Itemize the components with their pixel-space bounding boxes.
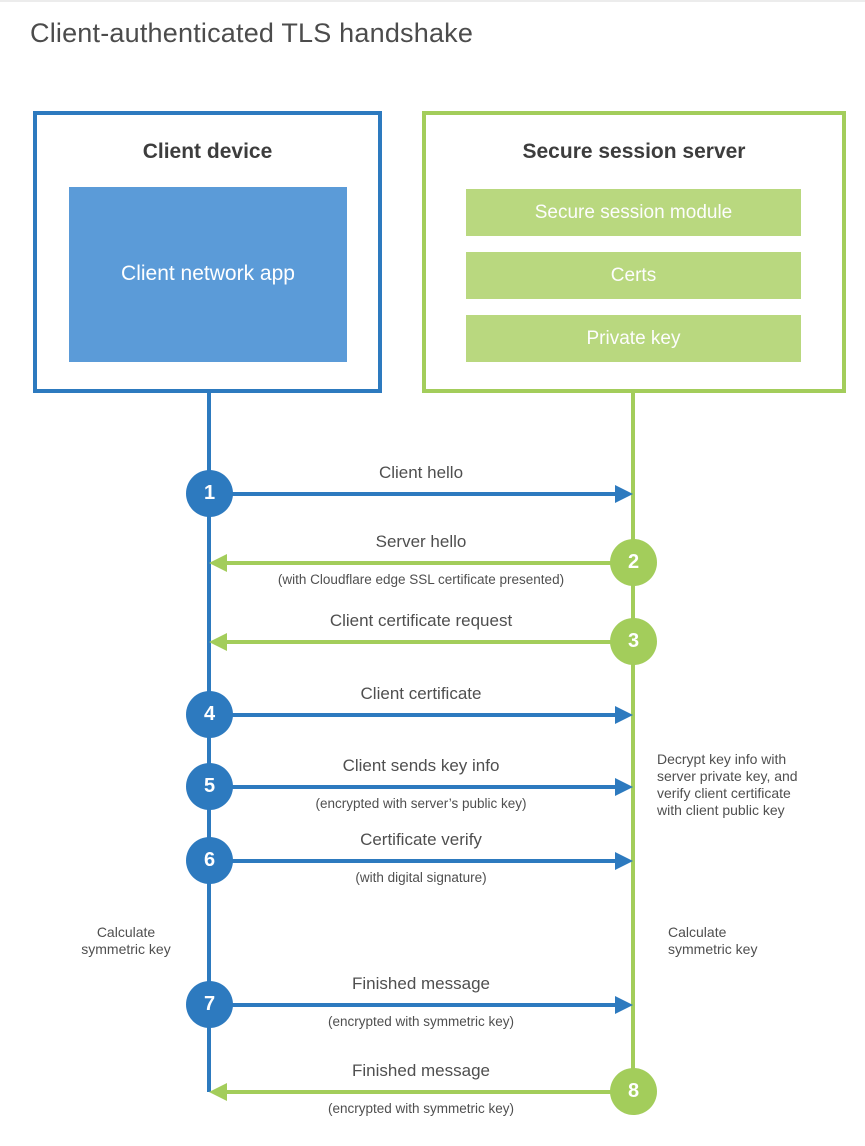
step-number-badge: 7 <box>186 981 233 1028</box>
step-number-badge: 5 <box>186 763 233 810</box>
page-title: Client-authenticated TLS handshake <box>30 18 474 48</box>
server-module-secure-session: Secure session module <box>466 189 801 236</box>
arrow-right-icon <box>615 778 633 796</box>
step-number-badge: 6 <box>186 837 233 884</box>
server-module-label: Certs <box>610 264 657 286</box>
step-sublabel: (encrypted with server’s public key) <box>315 796 527 811</box>
step-sublabel: (encrypted with symmetric key) <box>327 1101 515 1116</box>
arrow-left-icon <box>209 633 227 651</box>
server-decrypt-note: Decrypt key info with server private key… <box>657 751 798 819</box>
server-calculate-symmetric-key-note: Calculate symmetric key <box>668 924 758 958</box>
arrow-line <box>226 1090 633 1094</box>
client-device-title: Client device <box>142 140 273 163</box>
step-number-badge: 4 <box>186 691 233 738</box>
client-network-app-box: Client network app <box>69 187 347 362</box>
arrow-line <box>209 713 616 717</box>
step-sublabel: (with Cloudflare edge SSL certificate pr… <box>277 572 565 587</box>
top-divider <box>0 0 865 2</box>
step-label: Finished message <box>352 1061 490 1080</box>
server-module-certs: Certs <box>466 252 801 299</box>
server-lifeline <box>631 393 635 1092</box>
step-number-badge: 3 <box>610 618 657 665</box>
step-sublabel: (encrypted with symmetric key) <box>327 1014 515 1029</box>
step-label: Client hello <box>378 463 464 482</box>
client-device-box: Client device Client network app <box>33 111 382 393</box>
arrow-line <box>209 859 616 863</box>
step-label: Server hello <box>375 532 467 551</box>
step-label: Certificate verify <box>360 830 482 849</box>
arrow-right-icon <box>615 852 633 870</box>
secure-session-server-box: Secure session server Secure session mod… <box>422 111 846 393</box>
client-lifeline <box>207 393 211 1092</box>
arrow-right-icon <box>615 996 633 1014</box>
arrow-right-icon <box>615 485 633 503</box>
client-network-app-label: Client network app <box>121 262 295 286</box>
secure-session-server-title: Secure session server <box>522 140 746 163</box>
server-module-label: Secure session module <box>534 201 733 223</box>
step-number-badge: 8 <box>610 1068 657 1115</box>
arrow-line <box>209 785 616 789</box>
arrow-left-icon <box>209 1083 227 1101</box>
server-module-label: Private key <box>586 327 681 349</box>
step-label: Client certificate request <box>329 611 513 630</box>
arrow-line <box>226 561 633 565</box>
server-module-private-key: Private key <box>466 315 801 362</box>
step-number-badge: 2 <box>610 539 657 586</box>
step-label: Finished message <box>352 974 490 993</box>
step-number-badge: 1 <box>186 470 233 517</box>
step-label: Client certificate <box>360 684 482 703</box>
step-label: Client sends key info <box>342 756 500 775</box>
arrow-line <box>209 1003 616 1007</box>
arrow-left-icon <box>209 554 227 572</box>
client-calculate-symmetric-key-note: Calculate symmetric key <box>81 924 171 958</box>
arrow-right-icon <box>615 706 633 724</box>
arrow-line <box>226 640 633 644</box>
arrow-line <box>209 492 616 496</box>
step-sublabel: (with digital signature) <box>355 870 487 885</box>
